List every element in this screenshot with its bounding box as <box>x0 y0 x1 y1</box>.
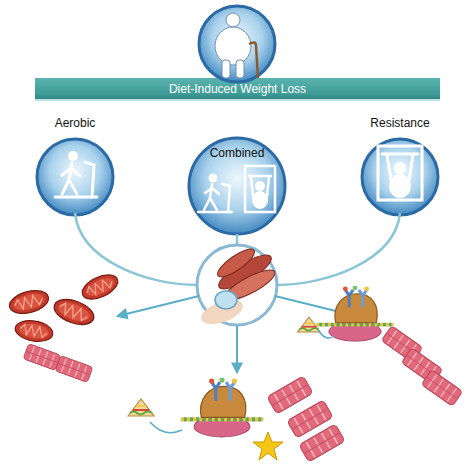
figure-circle <box>199 6 275 82</box>
runner-body <box>62 163 80 194</box>
mitochondrion <box>7 287 51 318</box>
muscle-fiber <box>55 356 93 383</box>
walking-cane <box>249 42 258 78</box>
arrow-down <box>236 326 238 372</box>
muscle-belly <box>215 249 276 295</box>
muscle-fiber <box>421 370 462 407</box>
lifter-head <box>394 162 406 174</box>
figure-head <box>226 13 240 27</box>
circle-outline <box>35 118 115 218</box>
figure-leg <box>236 60 244 78</box>
lifter-arms <box>387 155 413 180</box>
exercise-circle: Combined <box>187 136 287 236</box>
muscle-fiber <box>401 348 442 385</box>
runner-head <box>68 151 78 161</box>
lifter-head <box>255 181 265 191</box>
lifter-arms <box>251 177 269 196</box>
aerobic-line <box>75 213 197 285</box>
muscle-belly <box>214 245 258 282</box>
muscle-fiber <box>287 400 333 438</box>
muscle-circle <box>197 245 277 325</box>
elderly-obese-figure <box>199 6 275 82</box>
exercise-label: Resistance <box>360 116 440 130</box>
lifter-body <box>252 191 268 209</box>
muscle-fiber <box>299 424 345 462</box>
arrow-left <box>118 296 199 316</box>
resistance-line <box>277 213 400 285</box>
machine-bar <box>249 175 271 178</box>
circle-outline <box>360 118 440 218</box>
treadmill-belt <box>55 196 97 199</box>
arrow-right <box>275 296 356 316</box>
combined-line <box>236 234 239 245</box>
figure-leg <box>222 60 230 78</box>
converging-lines <box>75 213 400 285</box>
muscle-fiber <box>267 376 313 414</box>
weight-loss-band: Diet-Induced Weight Loss <box>35 78 440 101</box>
nutrient-arrow <box>150 422 182 433</box>
band-title: Diet-Induced Weight Loss <box>35 82 440 96</box>
mitochondrion <box>14 318 55 344</box>
aerobic-icon <box>55 151 97 197</box>
weight-machine <box>378 146 422 200</box>
circle-shape <box>37 139 113 215</box>
treadmill-rail <box>222 184 230 212</box>
exercise-circle: Resistance <box>360 118 440 218</box>
exercise-label: Aerobic <box>35 116 115 130</box>
exercise-circle: Aerobic <box>35 118 115 218</box>
knee-cap <box>215 291 237 309</box>
mitochondrion <box>51 295 97 330</box>
treadmill-rail <box>85 162 94 197</box>
machine-bar <box>382 153 418 156</box>
star-marker <box>253 432 283 460</box>
runner-head <box>209 174 218 183</box>
mitochondrion <box>79 270 122 304</box>
runner-body <box>204 184 219 210</box>
muscle-fiber <box>23 344 61 371</box>
nutrient-arrow <box>318 330 334 338</box>
ribosome <box>181 377 264 436</box>
sandwich <box>298 317 321 332</box>
combined-icon <box>198 166 275 212</box>
resistance-outcome <box>298 286 463 407</box>
resistance-icon <box>378 146 422 200</box>
outcome-arrows <box>118 296 356 372</box>
treadmill-belt <box>198 211 232 214</box>
weight-machine <box>245 166 275 212</box>
muscle-knee-illustration <box>197 245 278 329</box>
lifter-body <box>389 174 411 198</box>
muscle-belly <box>222 265 279 305</box>
combined-outcome <box>128 376 345 462</box>
exercise-label: Combined <box>187 146 287 160</box>
ribosome <box>316 286 393 342</box>
circle-shape <box>362 139 438 215</box>
sandwich <box>128 399 154 416</box>
muscle-fiber <box>381 326 422 363</box>
figure-body <box>215 27 251 65</box>
leg-skin <box>198 295 246 329</box>
aerobic-outcome <box>7 270 121 383</box>
